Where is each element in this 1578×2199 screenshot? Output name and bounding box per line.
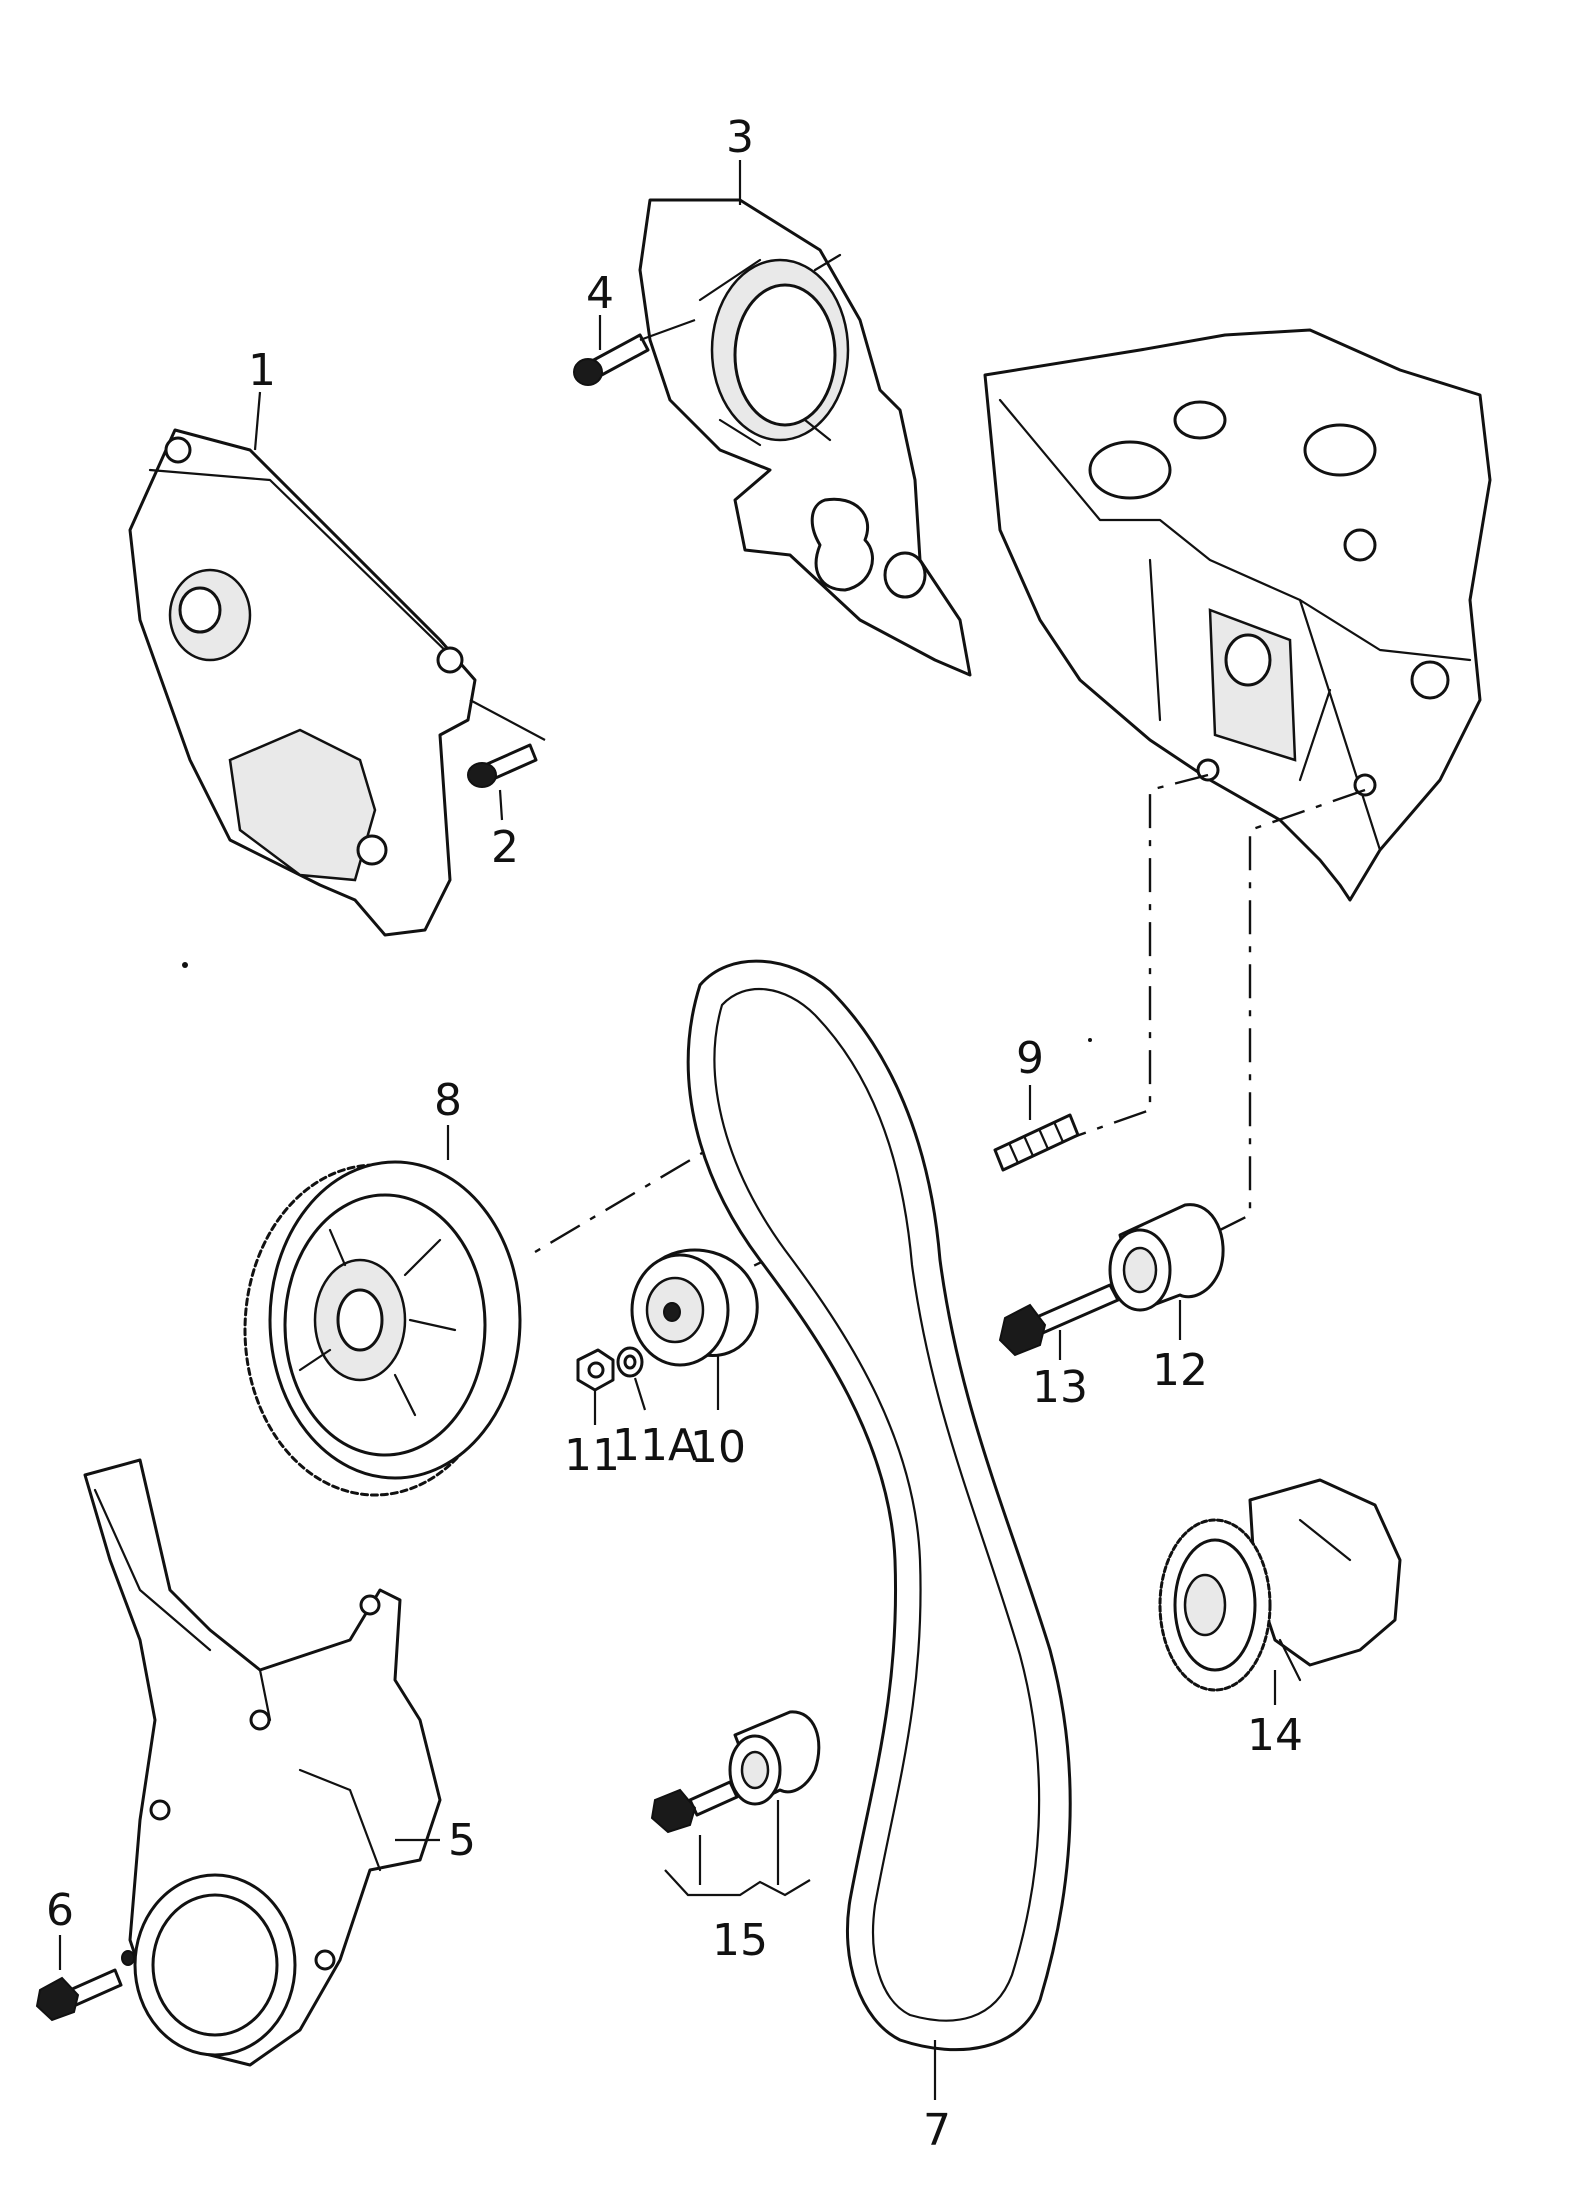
idler-roller-12 [1108, 1203, 1225, 1312]
assembly-line-8 [529, 1093, 801, 1257]
timing-belt [686, 959, 1072, 2052]
callout-4: 4 [586, 268, 614, 319]
nut-11 [576, 1348, 615, 1392]
washer-11a [616, 1346, 644, 1378]
bolt-13 [998, 1283, 1120, 1357]
stud-9 [993, 1113, 1080, 1172]
assembly-line-12 [1219, 788, 1366, 1232]
leader-15 [664, 1800, 811, 1897]
rear-cover-plate [638, 198, 972, 677]
callout-11: 11 [564, 1430, 620, 1481]
bolt-6 [35, 1950, 135, 2022]
bolt-2 [467, 743, 538, 788]
engine-block [983, 328, 1492, 902]
callout-13: 13 [1032, 1362, 1088, 1413]
callout-8: 8 [434, 1075, 462, 1126]
callout-9: 9 [1016, 1033, 1044, 1084]
deflection-roller-15 [650, 1710, 821, 1834]
callout-1: 1 [248, 345, 276, 396]
callout-12: 12 [1152, 1345, 1208, 1396]
scan-dot [1088, 1038, 1092, 1042]
scan-dot [182, 962, 188, 968]
callout-3: 3 [726, 112, 754, 163]
callout-11a: 11A [612, 1420, 698, 1471]
callout-7: 7 [923, 2105, 951, 2156]
water-pump [1158, 1478, 1402, 1692]
lower-timing-cover [83, 1458, 442, 2067]
bolt-4 [573, 333, 650, 386]
tensioner-roller [630, 1248, 759, 1367]
leader-11a [633, 1377, 647, 1411]
callout-14: 14 [1247, 1710, 1303, 1761]
leader-1 [253, 391, 262, 451]
assembly-line-9 [1064, 773, 1209, 1142]
callout-15: 15 [712, 1915, 768, 1966]
leader-2 [469, 699, 546, 821]
callout-10: 10 [690, 1422, 746, 1473]
callout-6: 6 [46, 1885, 74, 1936]
callout-2: 2 [491, 822, 519, 873]
callout-5: 5 [448, 1815, 476, 1866]
camshaft-sprocket [243, 1160, 522, 1497]
leader-4 [598, 315, 696, 350]
upper-timing-cover [128, 428, 477, 937]
